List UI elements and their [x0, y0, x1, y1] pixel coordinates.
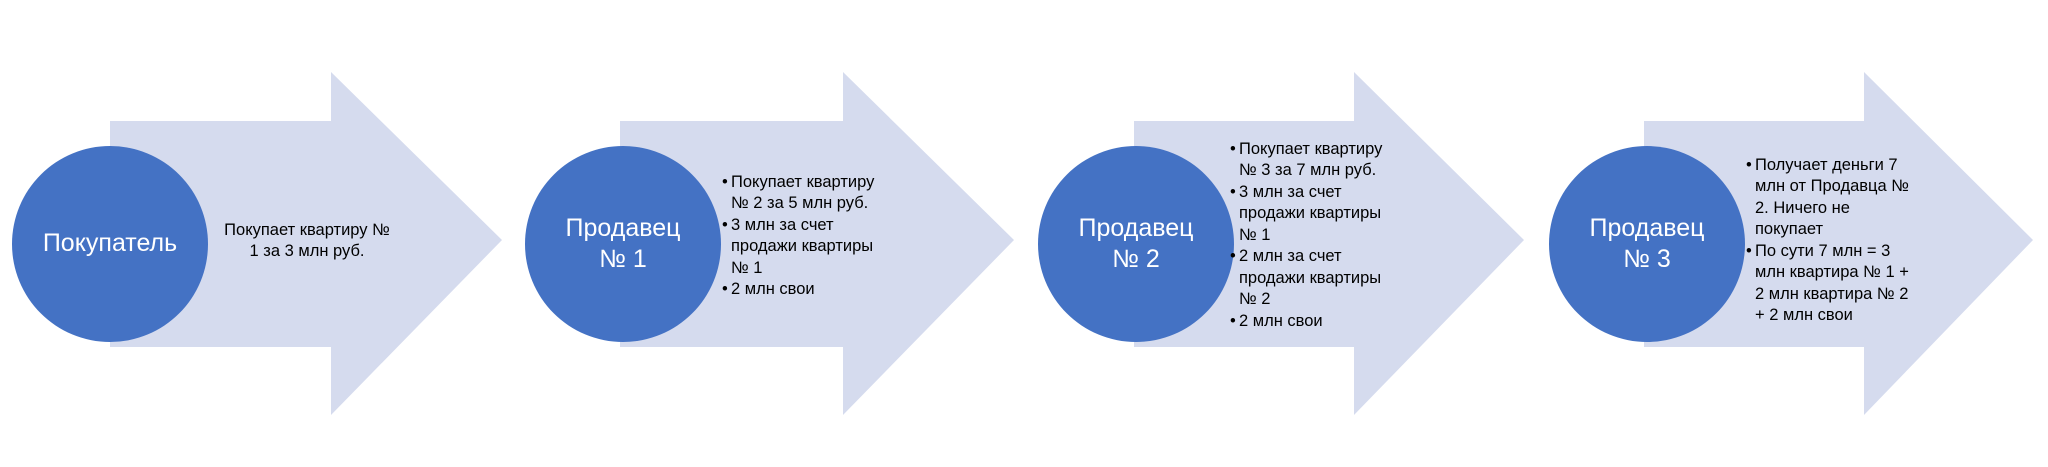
stage-circle-label: Покупатель [42, 229, 178, 258]
stage-bullet-item: Получает деньги 7 млн от Продавца № 2. Н… [1746, 155, 1926, 241]
stage-bullet-list: Покупает квартиру № 2 за 5 млн руб. 3 мл… [722, 172, 902, 301]
stage-bullet-item: 3 млн за счет продажи квартиры № 1 [722, 215, 902, 279]
stage-bullet-item: Покупает квартиру № 3 за 7 млн руб. [1230, 139, 1410, 182]
stage-bullet-list: Получает деньги 7 млн от Продавца № 2. Н… [1746, 155, 1926, 327]
stage-circle-label: Продавец № 1 [565, 213, 681, 273]
stage-seller-1: Продавец № 1 Покупает квартиру № 2 за 5 … [512, 0, 1024, 467]
stage-bullet-item: 2 млн за счет продажи квартиры № 2 [1230, 246, 1410, 310]
stage-bullet-item: 2 млн свои [722, 279, 902, 301]
stage-bullet-item: По сути 7 млн = 3 млн квартира № 1 + 2 м… [1746, 241, 1926, 327]
stage-circle: Покупатель [12, 146, 208, 342]
stage-bullet-item: 3 млн за счет продажи квартиры № 1 [1230, 182, 1410, 246]
stage-circle: Продавец № 2 [1038, 146, 1234, 342]
stage-buyer: Покупатель Покупает квартиру № 1 за 3 мл… [0, 0, 512, 467]
stage-seller-3: Продавец № 3 Получает деньги 7 млн от Пр… [1536, 0, 2048, 467]
stage-bullet-list: Покупает квартиру № 3 за 7 млн руб. 3 мл… [1230, 139, 1410, 332]
stage-description: Покупает квартиру № 1 за 3 млн руб. [224, 221, 390, 261]
stage-arrow [110, 72, 502, 415]
stage-seller-2: Продавец № 2 Покупает квартиру № 3 за 7 … [1024, 0, 1536, 467]
stage-bullet-item: 2 млн свои [1230, 311, 1410, 333]
stage-circle: Продавец № 1 [525, 146, 721, 342]
stage-bullet-item: Покупает квартиру № 2 за 5 млн руб. [722, 172, 902, 215]
stage-circle-label: Продавец № 2 [1078, 213, 1194, 273]
stage-circle-label: Продавец № 3 [1589, 213, 1705, 273]
stage-circle: Продавец № 3 [1549, 146, 1745, 342]
